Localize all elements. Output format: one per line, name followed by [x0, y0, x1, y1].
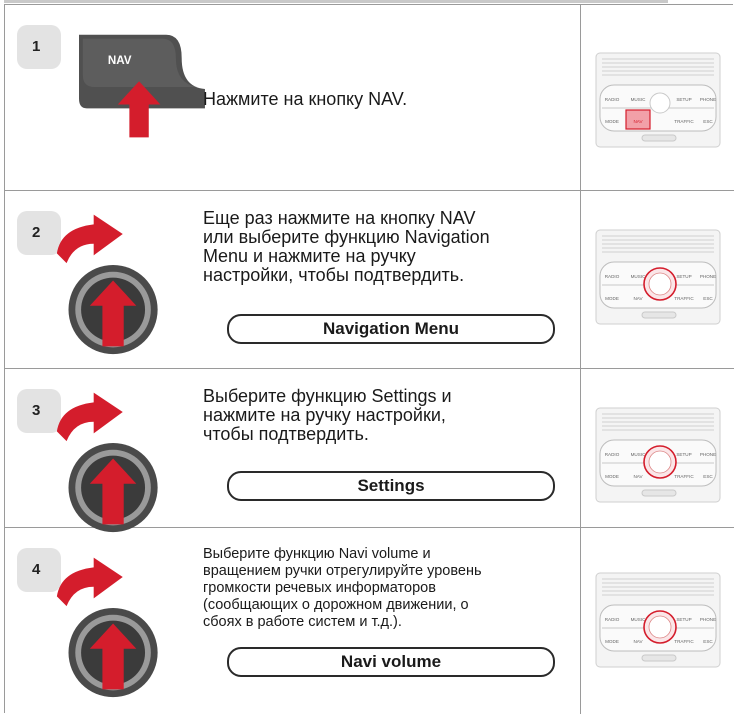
- menu-option-pill: Navi volume: [227, 647, 555, 677]
- panel-button-label: PHONE: [700, 97, 716, 102]
- panel-button-label: RADIO: [605, 617, 620, 622]
- column-divider: [580, 191, 581, 368]
- column-divider: [580, 528, 581, 714]
- control-panel-diagram: RADIO MUSIC SETUP PHONE MODE NAV TRAFFIC ESC: [595, 572, 721, 668]
- panel-button-label: SETUP: [676, 452, 691, 457]
- panel-button-label: ESC: [703, 119, 713, 124]
- press-arrow-icon: [89, 458, 137, 525]
- step-row: 2 Еще раз нажмите на кнопку NAV или выбер…: [5, 191, 734, 369]
- panel-button-label: TRAFFIC: [674, 119, 694, 124]
- step-row: 4 Выберите функцию Navi volume и вращение…: [5, 528, 734, 714]
- rotate-arrow-icon: [56, 214, 123, 264]
- panel-button-label: NAV: [633, 474, 643, 479]
- nav-key-label: NAV: [108, 54, 132, 67]
- panel-slot: [641, 654, 677, 662]
- panel-button-label: MUSIC: [631, 617, 646, 622]
- panel-knob-inner: [648, 450, 672, 474]
- panel-button-label: PHONE: [700, 617, 716, 622]
- panel-button-label: MODE: [605, 296, 619, 301]
- knob-illustration: [56, 214, 158, 355]
- panel-button-label: NAV: [633, 296, 643, 301]
- panel-knob: [649, 92, 671, 114]
- step-number-badge: 1: [17, 25, 61, 69]
- press-arrow-icon: [89, 623, 137, 690]
- knob-illustration: [56, 392, 158, 533]
- panel-button-label: TRAFFIC: [674, 639, 694, 644]
- panel-button-label: RADIO: [605, 274, 620, 279]
- top-rule: [4, 0, 668, 3]
- step-instruction: Еще раз нажмите на кнопку NAV или выбери…: [203, 208, 490, 285]
- panel-button-label: ESC: [703, 639, 713, 644]
- panel-button-label: ESC: [703, 474, 713, 479]
- panel-button-label: MODE: [605, 474, 619, 479]
- panel-button-label: RADIO: [605, 97, 620, 102]
- menu-option-pill: Navigation Menu: [227, 314, 555, 344]
- panel-button-label: MODE: [605, 119, 619, 124]
- panel-button-label: TRAFFIC: [674, 296, 694, 301]
- step-instruction: Нажмите на кнопку NAV.: [203, 89, 408, 109]
- panel-button-label: ESC: [703, 296, 713, 301]
- panel-button-label: SETUP: [676, 97, 691, 102]
- column-divider: [580, 5, 581, 190]
- panel-knob-inner: [648, 615, 672, 639]
- nav-key-shine: [82, 38, 198, 87]
- step-instruction: Выберите функцию Navi volume и вращением…: [203, 546, 482, 630]
- panel-button-label: SETUP: [676, 617, 691, 622]
- menu-option-pill: Settings: [227, 471, 555, 501]
- column-divider: [580, 369, 581, 527]
- panel-button-label: MUSIC: [631, 452, 646, 457]
- step-row: 3 Выберите функцию Settings и нажмите на …: [5, 369, 734, 533]
- panel-button-label: TRAFFIC: [674, 474, 694, 479]
- panel-button-label: SETUP: [676, 274, 691, 279]
- press-arrow-icon: [89, 280, 137, 347]
- rotate-arrow-icon: [56, 557, 123, 607]
- panel-button-label: NAV: [633, 639, 643, 644]
- panel-nav-highlight: [625, 109, 651, 130]
- panel-button-label: NAV: [633, 119, 643, 124]
- panel-slot: [641, 311, 677, 319]
- panel-button-label: MODE: [605, 639, 619, 644]
- panel-button-label: PHONE: [700, 274, 716, 279]
- knob-illustration: [56, 557, 158, 698]
- press-arrow-icon: [117, 81, 161, 138]
- panel-button-label: MUSIC: [631, 274, 646, 279]
- panel-slot: [641, 489, 677, 497]
- control-panel-diagram: RADIO MUSIC SETUP PHONE MODE NAV TRAFFIC ESC: [595, 52, 721, 148]
- panel-button-label: RADIO: [605, 452, 620, 457]
- rotate-arrow-icon: [56, 392, 123, 442]
- step-number-badge: 2: [17, 211, 61, 255]
- step-number-badge: 3: [17, 389, 61, 433]
- panel-slot: [641, 134, 677, 142]
- control-panel-diagram: RADIO MUSIC SETUP PHONE MODE NAV TRAFFIC ESC: [595, 407, 721, 503]
- panel-knob-inner: [648, 272, 672, 296]
- nav-button-illustration: NAV: [79, 34, 205, 138]
- panel-button-label: MUSIC: [631, 97, 646, 102]
- control-panel-diagram: RADIO MUSIC SETUP PHONE MODE NAV TRAFFIC ESC: [595, 229, 721, 325]
- panel-button-label: PHONE: [700, 452, 716, 457]
- step-instruction: Выберите функцию Settings и нажмите на р…: [203, 386, 452, 444]
- step-number-badge: 4: [17, 548, 61, 592]
